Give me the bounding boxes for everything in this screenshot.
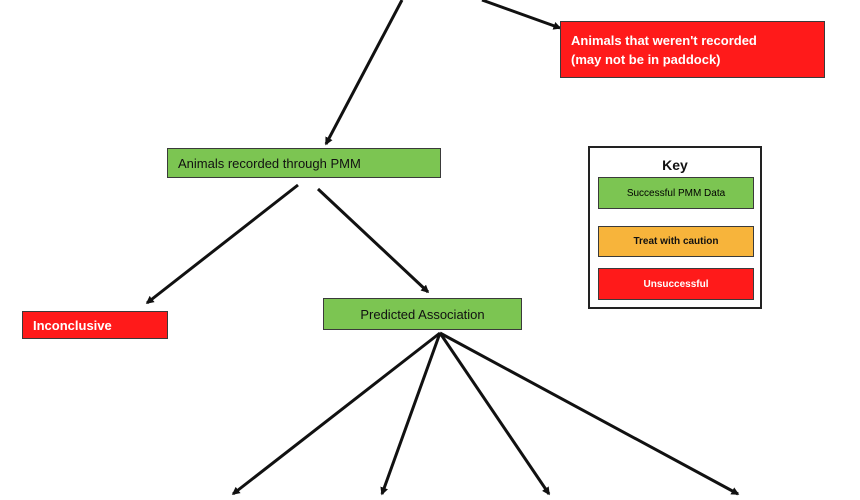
predicted-association-node: Predicted Association bbox=[323, 298, 522, 330]
key-item-successful: Successful PMM Data bbox=[598, 177, 754, 209]
arrow-recorded-to-inconclusive bbox=[145, 183, 299, 305]
key-title: Key bbox=[662, 157, 688, 173]
key-item-caution: Treat with caution bbox=[598, 226, 754, 257]
recorded-animals-node: Animals recorded through PMM bbox=[167, 148, 441, 178]
arrow-recorded-to-predicted bbox=[316, 187, 430, 294]
arrow-predicted-to-branch-3 bbox=[438, 332, 551, 496]
key-item-unsuccessful: Unsuccessful bbox=[598, 268, 754, 300]
arrow-predicted-to-branch-2 bbox=[380, 332, 442, 496]
arrow-predicted-to-branch-1 bbox=[231, 331, 441, 496]
inconclusive-node: Inconclusive bbox=[22, 311, 168, 339]
arrow-predicted-to-branch-4 bbox=[439, 331, 740, 496]
legend-key: Key Successful PMM Data Treat with cauti… bbox=[588, 146, 762, 309]
unrecorded-animals-node: Animals that weren't recorded (may not b… bbox=[560, 21, 825, 78]
arrow-top-to-unrecorded bbox=[481, 0, 562, 30]
arrow-top-to-recorded bbox=[324, 0, 404, 146]
